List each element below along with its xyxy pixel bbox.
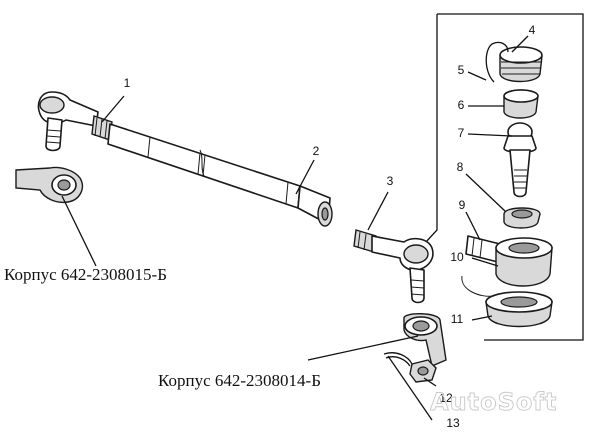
callout-1: 1	[124, 76, 131, 90]
castle-nut	[409, 359, 437, 383]
right-tie-rod-end	[353, 229, 434, 304]
callout-8: 8	[457, 160, 464, 174]
right-housing	[403, 313, 447, 367]
detail-parts	[461, 41, 553, 328]
callout-6: 6	[458, 98, 465, 112]
watermark: AutoSoft	[430, 388, 557, 416]
callout-13: 13	[446, 416, 460, 430]
callout-2: 2	[313, 144, 320, 158]
callout-4: 4	[529, 23, 536, 37]
leader-lines	[61, 35, 529, 421]
callout-numbers: 1 2 3 4 5 6 7 8 9 10 11 12 13	[124, 23, 536, 430]
detail-frame	[424, 13, 584, 341]
left-housing	[15, 166, 84, 204]
tie-rod-tube	[107, 123, 333, 227]
callout-5: 5	[458, 63, 465, 77]
callout-3: 3	[387, 174, 394, 188]
callout-10: 10	[450, 250, 464, 264]
label-right-housing: Корпус 642-2308014-Б	[158, 371, 321, 390]
callout-7: 7	[458, 126, 465, 140]
callout-9: 9	[459, 198, 466, 212]
callout-12: 12	[439, 391, 453, 405]
label-left-housing: Корпус 642-2308015-Б	[4, 265, 167, 284]
left-tie-rod-end	[37, 91, 113, 152]
callout-11: 11	[451, 312, 464, 326]
